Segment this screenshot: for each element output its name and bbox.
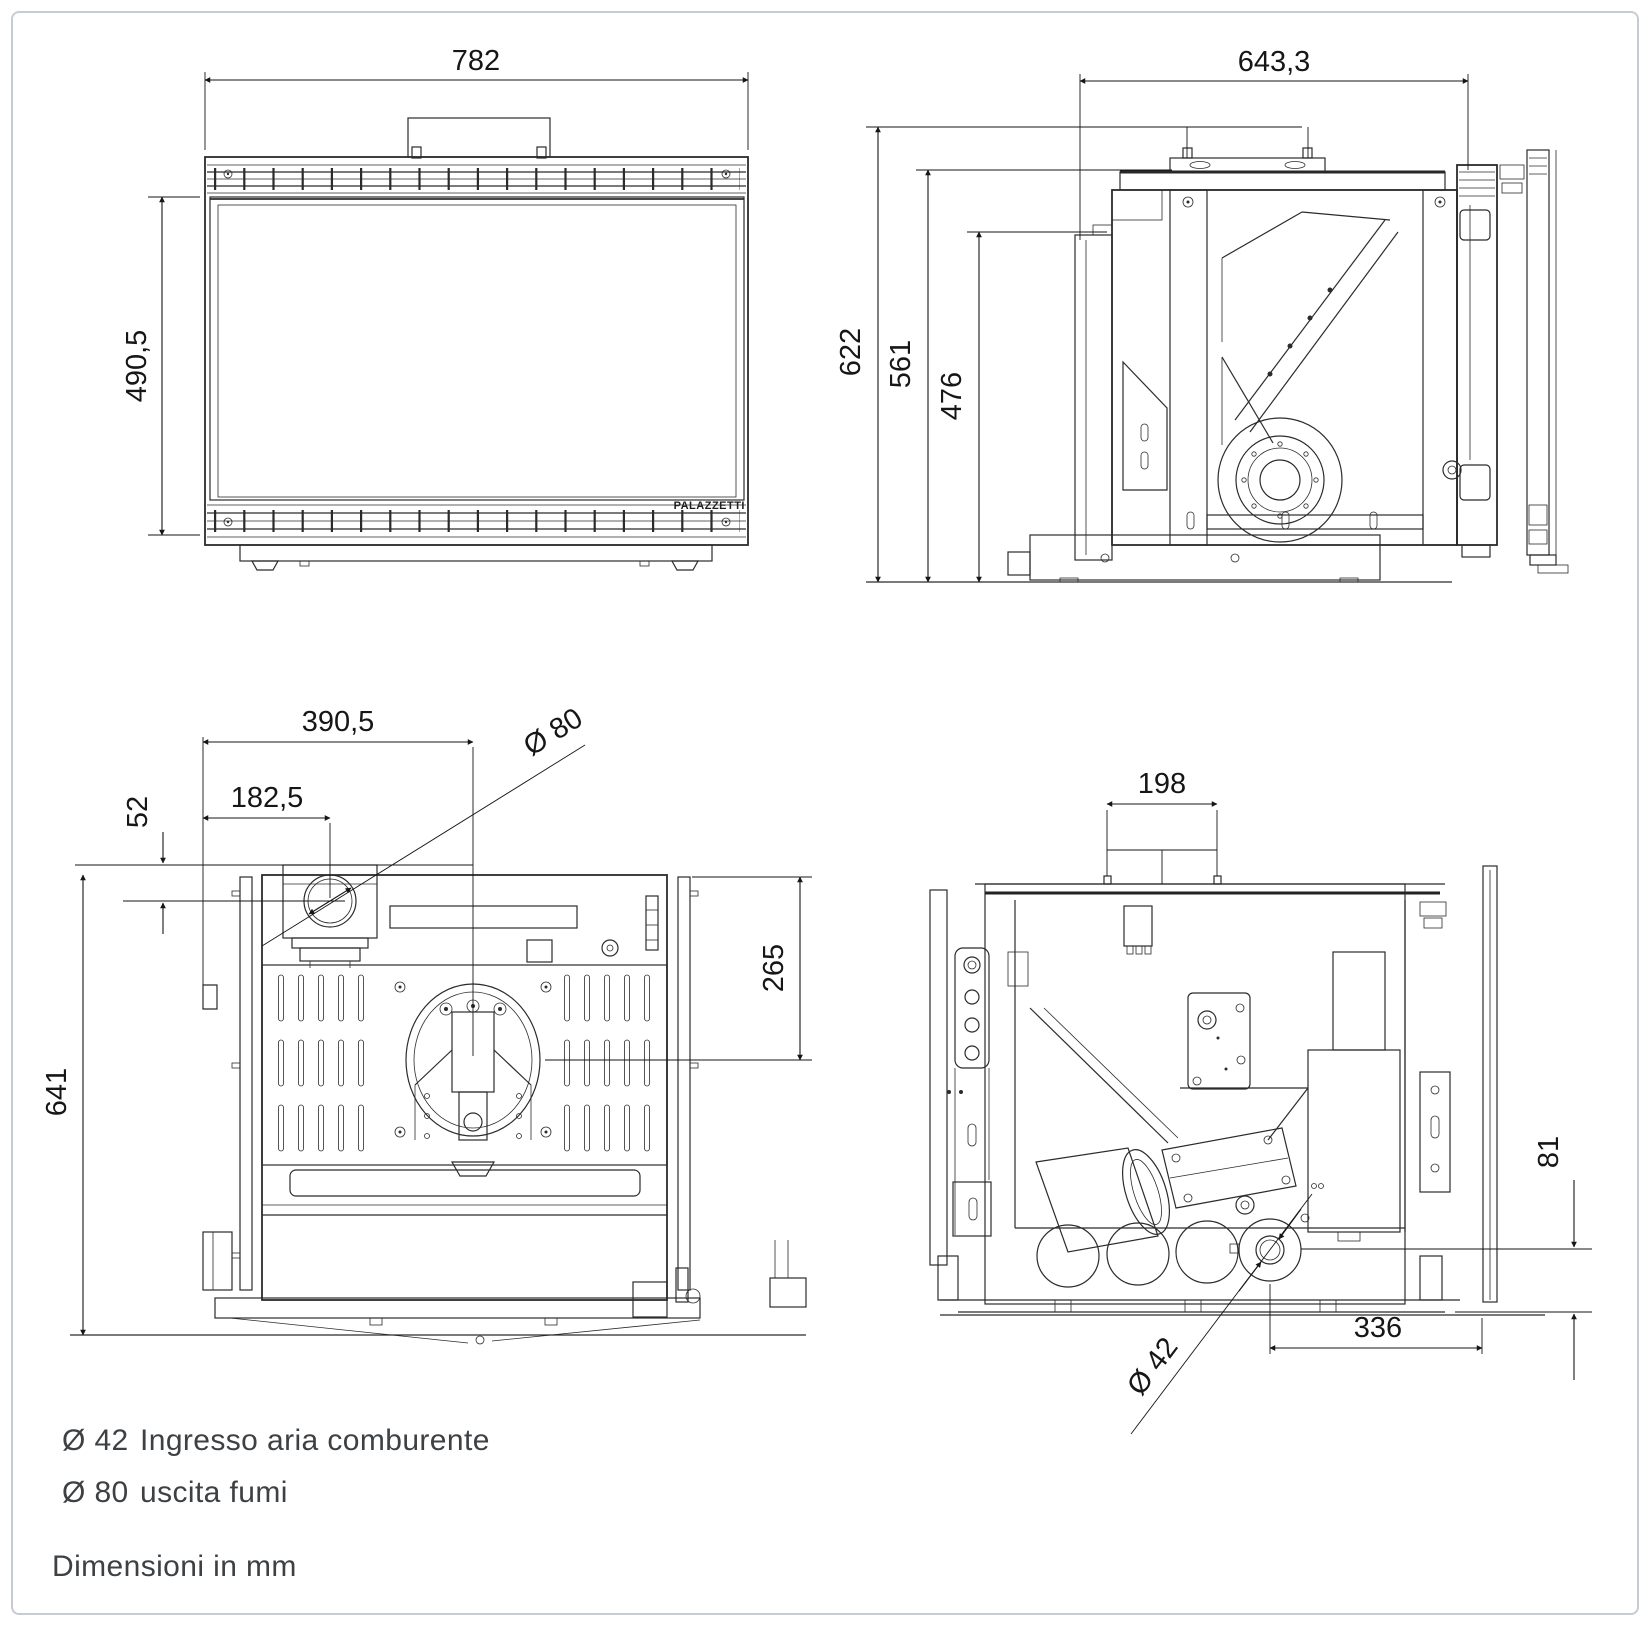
dim-side-height-body-label: 561 [885, 340, 917, 388]
legend-symbol-air: Ø 42 [62, 1424, 129, 1457]
dim-int-bracket-span: 198 [1106, 768, 1218, 884]
rear-internal-view: 198 81 336 Ø 42 [929, 768, 1592, 1435]
dim-int-inlet-height-label: 81 [1533, 1136, 1565, 1168]
legend-label-smoke: uscita fumi [140, 1476, 288, 1509]
dim-int-inlet-x: 336 [1269, 1284, 1483, 1354]
side-view-drawing [866, 147, 1569, 583]
dim-rear-flue-cx: 182,5 [202, 782, 331, 898]
internal-air-holes [1015, 1183, 1405, 1288]
legend-symbol-smoke: Ø 80 [62, 1476, 129, 1509]
dim-rear-fan-drop: 265 [545, 876, 812, 1061]
dim-rear-height: 641 [41, 874, 86, 1336]
dim-side-height-total-label: 622 [835, 328, 867, 376]
dim-front-glass-height-label: 490,5 [121, 330, 153, 403]
dim-int-inlet-dia-label: Ø 42 [1121, 1332, 1184, 1401]
dim-side-height-inner-label: 476 [936, 372, 968, 420]
dim-int-inlet-x-label: 336 [1354, 1312, 1402, 1344]
side-hopper [1221, 211, 1399, 433]
dim-front-width: 782 [204, 45, 749, 150]
dim-side-depth: 643,3 [1079, 46, 1469, 240]
dim-front-width-label: 782 [452, 45, 500, 77]
dim-front-glass-height: 490,5 [121, 196, 200, 536]
rear-perforated-panel [261, 964, 668, 1166]
side-front-frame [1499, 149, 1569, 574]
dim-rear-flue-dia-label: Ø 80 [518, 702, 588, 762]
side-fan [1217, 417, 1343, 543]
dim-rear-flue-x: 390,5 [202, 706, 474, 1056]
side-view: 643,3 622 561 476 [835, 46, 1569, 583]
front-view-drawing: PALAZZETTI [204, 117, 749, 571]
dim-rear-flue-cx-label: 182,5 [231, 782, 304, 814]
legend: Ø 42 Ingresso aria comburente Ø 80 uscit… [52, 1424, 490, 1583]
air-inlet-circle [1255, 1235, 1285, 1265]
legend-units-note: Dimensioni in mm [52, 1550, 297, 1583]
internal-auger-motor [1035, 1127, 1297, 1253]
dim-rear-flue-dia: Ø 80 [261, 702, 588, 947]
internal-mounting-plate [1187, 992, 1251, 1090]
front-view: PALAZZETTI [121, 45, 749, 571]
rear-view-drawing [70, 747, 807, 1345]
rear-view: 390,5 182,5 52 Ø 80 [41, 702, 812, 1345]
dim-side-height-body: 561 [885, 169, 1172, 583]
rear-fan-opening [405, 983, 541, 1177]
dim-side-height-inner: 476 [936, 231, 1107, 583]
dim-rear-flue-x-label: 390,5 [302, 706, 375, 738]
dim-int-inlet-height: 81 [1301, 1136, 1592, 1380]
brand-logo: PALAZZETTI [674, 500, 745, 512]
dim-rear-fan-drop-label: 265 [758, 944, 790, 992]
rear-internal-drawing [929, 865, 1545, 1316]
dim-rear-height-label: 641 [41, 1068, 73, 1116]
dim-int-bracket-span-label: 198 [1138, 768, 1186, 800]
side-door [1442, 164, 1498, 558]
dim-rear-flue-top: 52 [75, 796, 473, 934]
dim-rear-flue-top-label: 52 [122, 796, 154, 828]
dim-side-depth-label: 643,3 [1238, 46, 1311, 78]
internal-left-rail [947, 947, 992, 1237]
dim-side-height-total: 622 [835, 126, 1309, 583]
front-glass [209, 196, 745, 501]
legend-label-air: Ingresso aria comburente [140, 1424, 490, 1457]
dim-int-inlet-dia: Ø 42 [1121, 1193, 1313, 1435]
